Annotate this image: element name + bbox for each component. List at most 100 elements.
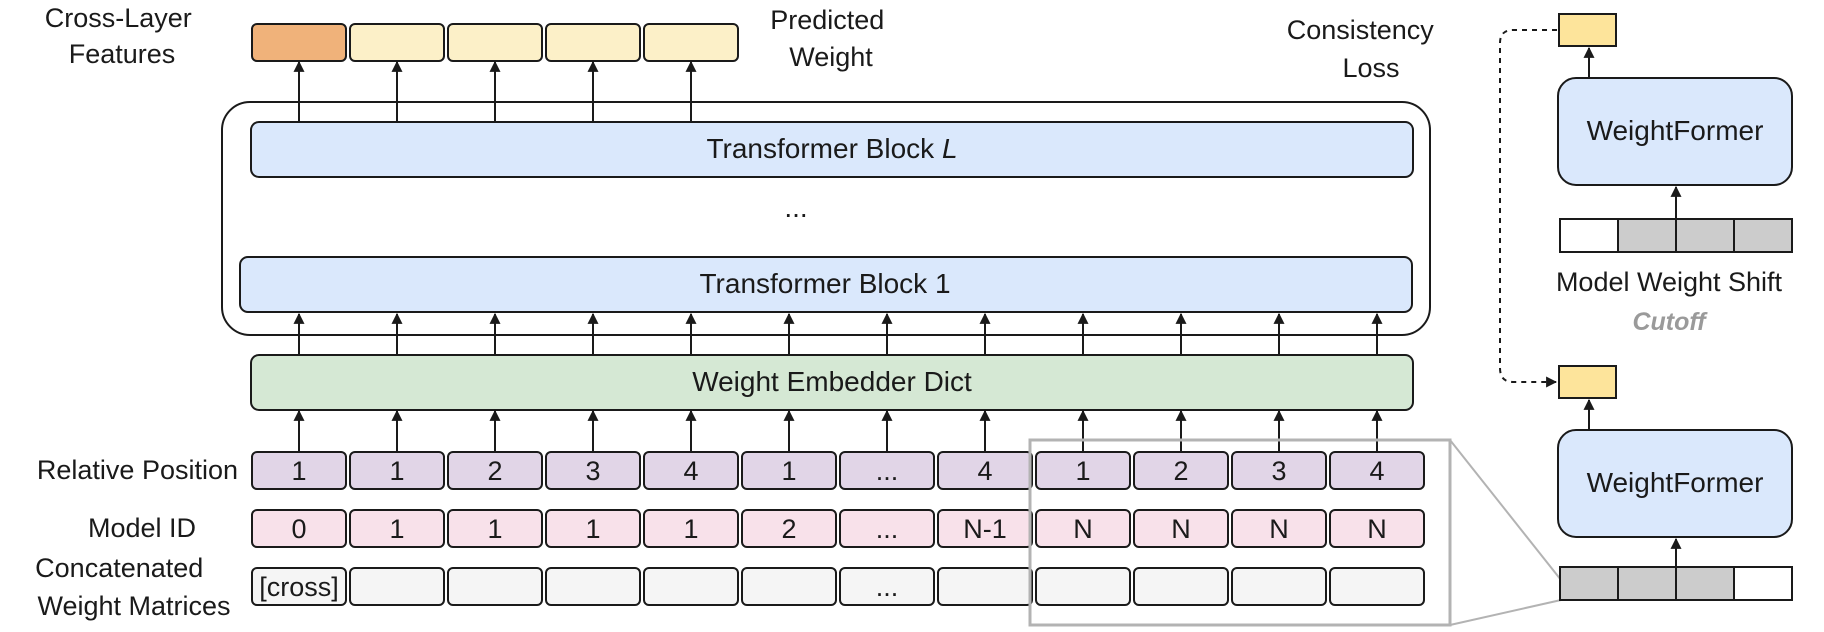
weight-matrix-cell xyxy=(937,567,1033,606)
model-id-cell xyxy=(741,509,837,548)
consistency-dashed-connector xyxy=(1499,29,1558,388)
weight-matrix-cell xyxy=(643,567,739,606)
predicted-weight-token xyxy=(349,23,445,62)
weightformer-bottom-label: WeightFormer xyxy=(1587,467,1764,498)
relative-position-value: 1 xyxy=(291,456,306,486)
transformer-block-l xyxy=(250,121,1414,178)
relative-position-cell xyxy=(251,451,347,490)
predicted-weight-label: Predicted Weight xyxy=(770,5,892,72)
weight-embedder-dict-label: Weight Embedder Dict xyxy=(692,366,972,397)
weight-matrix-cell xyxy=(839,567,935,606)
relative-position-cell xyxy=(1133,451,1229,490)
predicted-weight-token xyxy=(545,23,641,62)
weightformer-top-label: WeightFormer xyxy=(1587,115,1764,146)
weight-matrix-cell xyxy=(545,567,641,606)
predicted-weight-token xyxy=(643,23,739,62)
transformer-block-l-label: Transformer Block L xyxy=(706,133,957,164)
model-id-cell xyxy=(1329,509,1425,548)
weight-shift-cell xyxy=(1733,566,1793,601)
model-id-value: 1 xyxy=(389,514,404,544)
weight-matrix-cell xyxy=(447,567,543,606)
weight-matrices-row: [cross]... xyxy=(251,567,1425,606)
model-weight-shift-label: Model Weight Shift xyxy=(1556,267,1783,297)
relative-position-cell xyxy=(349,451,445,490)
relative-position-cell xyxy=(643,451,739,490)
relative-position-value: 4 xyxy=(683,456,698,486)
relative-position-cell xyxy=(937,451,1033,490)
model-id-value: ... xyxy=(876,514,899,544)
model-id-cell xyxy=(1133,509,1229,548)
model-id-value: N xyxy=(1269,514,1289,544)
transformer-block-1 xyxy=(239,256,1413,313)
model-id-label: Model ID xyxy=(88,513,196,543)
relative-position-value: 1 xyxy=(1075,456,1090,486)
transformer-block-1-label: Transformer Block 1 xyxy=(699,268,950,299)
weight-matrix-cell xyxy=(1231,567,1327,606)
model-id-value: 1 xyxy=(585,514,600,544)
cutoff-label: Cutoff xyxy=(1632,308,1708,336)
weight-matrix-value: ... xyxy=(876,572,899,602)
model-id-cell xyxy=(643,509,739,548)
weight-shift-cell xyxy=(1617,566,1677,601)
model-id-value: N xyxy=(1073,514,1093,544)
predicted-weight-token xyxy=(447,23,543,62)
weight-shift-cell xyxy=(1559,566,1619,601)
output-token-row xyxy=(251,23,739,62)
cross-layer-features-label: Cross-Layer Features xyxy=(45,3,200,69)
model-id-cell xyxy=(1231,509,1327,548)
ellipsis-text: ... xyxy=(784,192,807,223)
weight-matrix-cell xyxy=(1035,567,1131,606)
model-id-cell xyxy=(251,509,347,548)
consistency-loss-label: Consistency Loss xyxy=(1287,15,1442,83)
model-id-cell xyxy=(349,509,445,548)
relative-position-value: 2 xyxy=(1173,456,1188,486)
relative-position-cell xyxy=(1329,451,1425,490)
relative-position-value: 4 xyxy=(1369,456,1384,486)
top-output-token xyxy=(1558,13,1617,47)
weight-shift-cell xyxy=(1675,218,1735,253)
zoom-line-bottom xyxy=(1449,599,1562,626)
relative-position-cell xyxy=(839,451,935,490)
relative-position-cell xyxy=(741,451,837,490)
concatenated-weight-matrices-label: Concatenated Weight Matrices xyxy=(35,553,230,621)
weight-shift-cell xyxy=(1559,218,1619,253)
relative-position-cell xyxy=(545,451,641,490)
model-id-value: N xyxy=(1367,514,1387,544)
model-id-value: N xyxy=(1171,514,1191,544)
bottom-output-token xyxy=(1558,365,1617,399)
relative-position-value: 1 xyxy=(389,456,404,486)
zoom-line-top xyxy=(1449,439,1562,581)
model-id-cell xyxy=(545,509,641,548)
weight-shift-bottom-strip xyxy=(1559,566,1793,601)
model-id-value: 0 xyxy=(291,514,306,544)
model-id-value: 1 xyxy=(487,514,502,544)
relative-position-value: 4 xyxy=(977,456,992,486)
cross-layer-feature-token xyxy=(251,23,347,62)
weight-matrix-cell xyxy=(741,567,837,606)
weight-matrix-cell xyxy=(251,567,347,606)
weight-shift-cell xyxy=(1675,566,1735,601)
transformer-stack-container xyxy=(221,101,1431,336)
weight-shift-cell xyxy=(1733,218,1793,253)
model-id-value: 2 xyxy=(781,514,796,544)
weightformer-top-block xyxy=(1557,77,1793,186)
model-id-cell xyxy=(447,509,543,548)
model-id-cell xyxy=(839,509,935,548)
relative-position-cell xyxy=(1035,451,1131,490)
weight-embedder-dict-block xyxy=(250,354,1414,411)
relative-position-value: 1 xyxy=(781,456,796,486)
weight-matrix-cell xyxy=(349,567,445,606)
relative-position-cell xyxy=(447,451,543,490)
weight-matrix-cell xyxy=(1329,567,1425,606)
model-id-cell xyxy=(937,509,1033,548)
relative-position-value: 3 xyxy=(1271,456,1286,486)
model-n-highlight-box xyxy=(1028,438,1452,627)
weight-matrix-value: [cross] xyxy=(259,572,339,602)
weight-matrix-cell xyxy=(1133,567,1229,606)
model-id-cell xyxy=(1035,509,1131,548)
relative-position-label: Relative Position xyxy=(37,455,238,485)
relative-position-value: 2 xyxy=(487,456,502,486)
